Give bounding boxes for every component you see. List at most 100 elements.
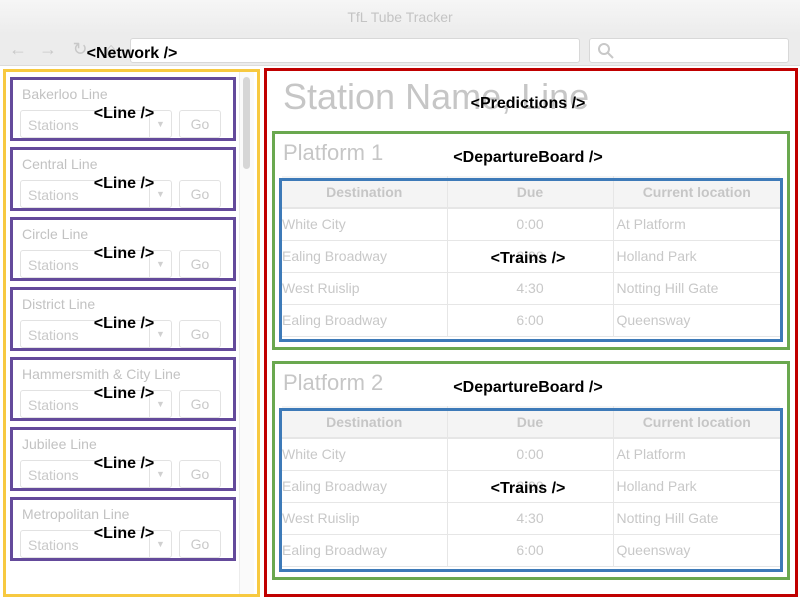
stations-select-label: Stations	[28, 537, 79, 553]
departure-board-annotation: <DepartureBoard />	[453, 379, 603, 396]
train-due: 4:30	[447, 272, 614, 305]
train-destination: Ealing Broadway	[282, 534, 448, 567]
window-title: TfL Tube Tracker	[347, 9, 453, 25]
train-location: At Platform	[613, 208, 780, 241]
train-due: 6:00	[447, 304, 614, 337]
go-button[interactable]: Go	[179, 320, 221, 348]
forward-arrow-icon[interactable]: →	[39, 39, 57, 59]
stations-select[interactable]: Stations ▼	[20, 460, 172, 488]
train-due: 6:00	[447, 534, 614, 567]
train-location: Holland Park	[613, 470, 780, 503]
stations-select[interactable]: Stations ▼	[20, 250, 172, 278]
go-button[interactable]: Go	[179, 180, 221, 208]
column-header-destination: Destination	[282, 406, 448, 439]
train-destination: White City	[282, 208, 448, 241]
sidebar-scroll-thumb[interactable]	[243, 77, 250, 169]
chevron-down-icon: ▼	[149, 531, 171, 557]
predictions-annotation: <Predictions />	[470, 95, 586, 112]
search-icon	[598, 43, 614, 59]
line-annotation: <Line />	[93, 105, 155, 122]
window-titlebar	[0, 0, 800, 34]
trains-box	[279, 178, 783, 342]
column-header-destination: Destination	[282, 176, 448, 209]
departure-table: Destination Due Current location White C…	[282, 176, 780, 337]
line-name: Circle Line	[22, 226, 89, 242]
departure-board-box	[272, 361, 790, 580]
go-button[interactable]: Go	[179, 250, 221, 278]
column-header-due: Due	[447, 406, 614, 439]
go-button[interactable]: Go	[179, 390, 221, 418]
stations-select[interactable]: Stations ▼	[20, 320, 172, 348]
chevron-down-icon: ▼	[149, 321, 171, 347]
stations-select-label: Stations	[28, 257, 79, 273]
stations-select[interactable]: Stations ▼	[20, 530, 172, 558]
stations-select-label: Stations	[28, 467, 79, 483]
train-destination: West Ruislip	[282, 502, 448, 535]
trains-box	[279, 408, 783, 572]
line-name: Jubilee Line	[22, 436, 97, 452]
trains-annotation: <Trains />	[490, 480, 566, 497]
departure-table: Destination Due Current location White C…	[282, 406, 780, 567]
train-due: 2:00	[447, 240, 614, 273]
train-due: 4:30	[447, 502, 614, 535]
address-bar[interactable]	[130, 38, 580, 63]
network-box	[3, 69, 260, 597]
network-annotation: <Network />	[86, 45, 178, 62]
reload-icon[interactable]: ↻	[72, 39, 88, 59]
train-destination: White City	[282, 438, 448, 471]
train-due: 2:00	[447, 470, 614, 503]
column-header-location: Current location	[613, 176, 780, 209]
line-name: District Line	[22, 296, 96, 312]
home-icon[interactable]: ⌂	[105, 39, 117, 59]
search-input[interactable]	[589, 38, 789, 63]
train-location: Holland Park	[613, 240, 780, 273]
go-button[interactable]: Go	[179, 110, 221, 138]
back-arrow-icon[interactable]: ←	[9, 39, 27, 59]
train-due: 0:00	[447, 438, 614, 471]
train-due: 0:00	[447, 208, 614, 241]
line-annotation: <Line />	[93, 245, 155, 262]
column-header-due: Due	[447, 176, 614, 209]
stations-select-label: Stations	[28, 117, 79, 133]
line-annotation: <Line />	[93, 385, 155, 402]
line-annotation: <Line />	[93, 175, 155, 192]
chevron-down-icon: ▼	[149, 181, 171, 207]
stations-select[interactable]: Stations▼	[20, 390, 172, 418]
train-location: Queensway	[613, 304, 780, 337]
trains-annotation: <Trains />	[490, 250, 566, 267]
chevron-down-icon: ▼	[149, 251, 171, 277]
sidebar-scrollbar[interactable]	[239, 72, 254, 594]
column-header-location: Current location	[613, 406, 780, 439]
train-location: At Platform	[613, 438, 780, 471]
train-destination: Ealing Broadway	[282, 470, 448, 503]
station-title: Station Name, Line	[283, 76, 590, 117]
line-name: Hammersmith & City Line	[22, 366, 181, 382]
train-destination: Ealing Broadway	[282, 304, 448, 337]
chevron-down-icon: ▼	[149, 461, 171, 487]
stations-select[interactable]: Stations ▼	[20, 110, 172, 138]
line-name: Metropolitan Line	[22, 506, 130, 522]
go-button[interactable]: Go	[179, 530, 221, 558]
platform-title: Platform 2	[283, 370, 384, 395]
departure-board-box	[272, 131, 790, 350]
stations-select[interactable]: Stations▼	[20, 180, 172, 208]
chevron-down-icon: ▼	[149, 111, 171, 137]
go-button[interactable]: Go	[179, 460, 221, 488]
line-annotation: <Line />	[93, 525, 155, 542]
stations-select-label: Stations	[28, 327, 79, 343]
